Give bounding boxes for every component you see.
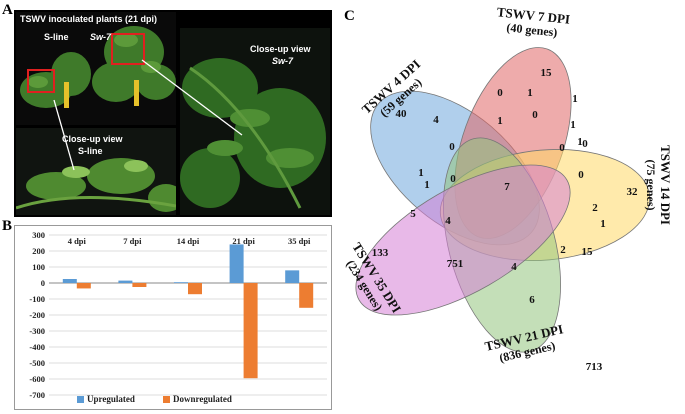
legend-label: Upregulated bbox=[87, 394, 135, 404]
legend-label: Downregulated bbox=[173, 394, 232, 404]
panel-label-c: C bbox=[344, 8, 355, 24]
category-label: 4 dpi bbox=[68, 236, 87, 246]
y-tick-label: -400 bbox=[29, 342, 45, 352]
venn-set-5 bbox=[355, 164, 571, 316]
y-tick-label: 300 bbox=[32, 230, 45, 240]
y-tick-label: -300 bbox=[29, 326, 45, 336]
venn-count: 15 bbox=[541, 67, 553, 79]
venn-count: 0 bbox=[582, 138, 588, 150]
venn-set-name: TSWV 14 DPI bbox=[658, 145, 673, 225]
bar-downregulated-21dpi bbox=[243, 283, 258, 379]
category-label: 7 dpi bbox=[123, 236, 142, 246]
venn-count: 4 bbox=[445, 215, 451, 227]
venn-count: 0 bbox=[559, 142, 565, 154]
photo-panel: TSWV inoculated plants (21 dpi) S-line S… bbox=[14, 10, 332, 217]
closeup-sw7-label-2: Sw-7 bbox=[272, 56, 294, 66]
venn-count: 6 bbox=[529, 294, 535, 306]
y-tick-label: -200 bbox=[29, 310, 45, 320]
venn-count: 0 bbox=[449, 141, 455, 153]
category-label: 14 dpi bbox=[177, 236, 200, 246]
venn-count: 1 bbox=[572, 93, 578, 105]
venn-set-title-3: TSWV 14 DPI(75 genes) bbox=[644, 145, 673, 225]
s-line-label: S-line bbox=[44, 32, 69, 42]
category-label: 35 dpi bbox=[288, 236, 311, 246]
photo-title: TSWV inoculated plants (21 dpi) bbox=[20, 14, 158, 24]
y-tick-label: 100 bbox=[32, 262, 45, 272]
legend-swatch bbox=[77, 396, 84, 403]
bar-upregulated-14dpi bbox=[174, 282, 188, 283]
venn-count: 751 bbox=[447, 258, 464, 270]
y-tick-label: 200 bbox=[32, 246, 45, 256]
bar-upregulated-35dpi bbox=[285, 270, 300, 283]
closeup-s-line-image bbox=[16, 128, 176, 215]
venn-count: 1 bbox=[497, 115, 503, 127]
bar-chart-panel: 300 200 100 0 -100 -200 -300 -400 -500 -600 -700 4 … bbox=[14, 225, 332, 410]
y-tick-label: -600 bbox=[29, 374, 45, 384]
y-tick-label: -500 bbox=[29, 358, 45, 368]
bar-upregulated-7dpi bbox=[118, 280, 133, 283]
closeup-sw7-label-1: Close-up view bbox=[250, 44, 311, 54]
venn-count: 2 bbox=[560, 244, 566, 256]
venn-set-size: (75 genes) bbox=[644, 160, 658, 211]
s-line-highlight-box bbox=[27, 69, 55, 93]
venn-count: 1 bbox=[600, 218, 606, 230]
panel-label-a: A bbox=[2, 2, 13, 18]
sw7-highlight-box bbox=[111, 33, 145, 65]
venn-count: 133 bbox=[372, 247, 389, 259]
venn-count: 0 bbox=[532, 109, 538, 121]
venn-count: 40 bbox=[396, 108, 408, 120]
venn-count: 0 bbox=[450, 173, 456, 185]
category-label: 21 dpi bbox=[232, 236, 255, 246]
venn-count: 1 bbox=[527, 87, 533, 99]
bar-downregulated-7dpi bbox=[132, 283, 147, 287]
bar-downregulated-35dpi bbox=[299, 283, 314, 308]
venn-diagram: TSWV 4 DPI(59 genes)TSWV 7 DPI(40 genes)… bbox=[343, 4, 673, 373]
venn-set-size: (40 genes) bbox=[506, 20, 558, 39]
closeup-s-line-photo: Close-up view S-line bbox=[16, 128, 176, 215]
venn-count: 7 bbox=[504, 181, 510, 193]
bar-downregulated-14dpi bbox=[188, 283, 202, 295]
y-tick-label: -100 bbox=[29, 294, 45, 304]
y-tick-label: -700 bbox=[29, 390, 45, 400]
venn-count: 0 bbox=[578, 169, 584, 181]
venn-count: 1 bbox=[577, 136, 583, 148]
panel-label-b: B bbox=[2, 218, 13, 234]
y-tick-label: 0 bbox=[41, 278, 45, 288]
venn-count: 15 bbox=[582, 246, 594, 258]
closeup-sw7-image bbox=[180, 28, 330, 215]
venn-count: 1 bbox=[570, 119, 576, 131]
closeup-s-line-label-2: S-line bbox=[78, 146, 103, 156]
venn-count: 713 bbox=[586, 361, 603, 373]
bar-upregulated-4dpi bbox=[62, 279, 77, 283]
closeup-sw7-photo: Close-up view Sw-7 bbox=[180, 28, 330, 215]
whole-plants-image bbox=[16, 12, 176, 125]
venn-set-title-2: TSWV 7 DPI(40 genes) bbox=[496, 4, 571, 39]
legend-swatch bbox=[163, 396, 170, 403]
venn-count: 2 bbox=[592, 202, 598, 214]
venn-count: 32 bbox=[627, 186, 639, 198]
venn-count: 0 bbox=[497, 87, 503, 99]
closeup-s-line-label-1: Close-up view bbox=[62, 134, 123, 144]
bar-downregulated-4dpi bbox=[76, 283, 91, 289]
bar-upregulated-21dpi bbox=[229, 244, 244, 283]
venn-count: 1 bbox=[418, 167, 424, 179]
venn-count: 1 bbox=[424, 179, 430, 191]
bar-chart: 300 200 100 0 -100 -200 -300 -400 -500 -600 -700 4 … bbox=[29, 230, 327, 404]
venn-count: 4 bbox=[511, 261, 517, 273]
whole-plants-photo: TSWV inoculated plants (21 dpi) S-line S… bbox=[16, 12, 176, 125]
venn-count: 5 bbox=[410, 208, 416, 220]
sw7-label: Sw-7 bbox=[90, 32, 112, 42]
venn-count: 4 bbox=[433, 114, 439, 126]
